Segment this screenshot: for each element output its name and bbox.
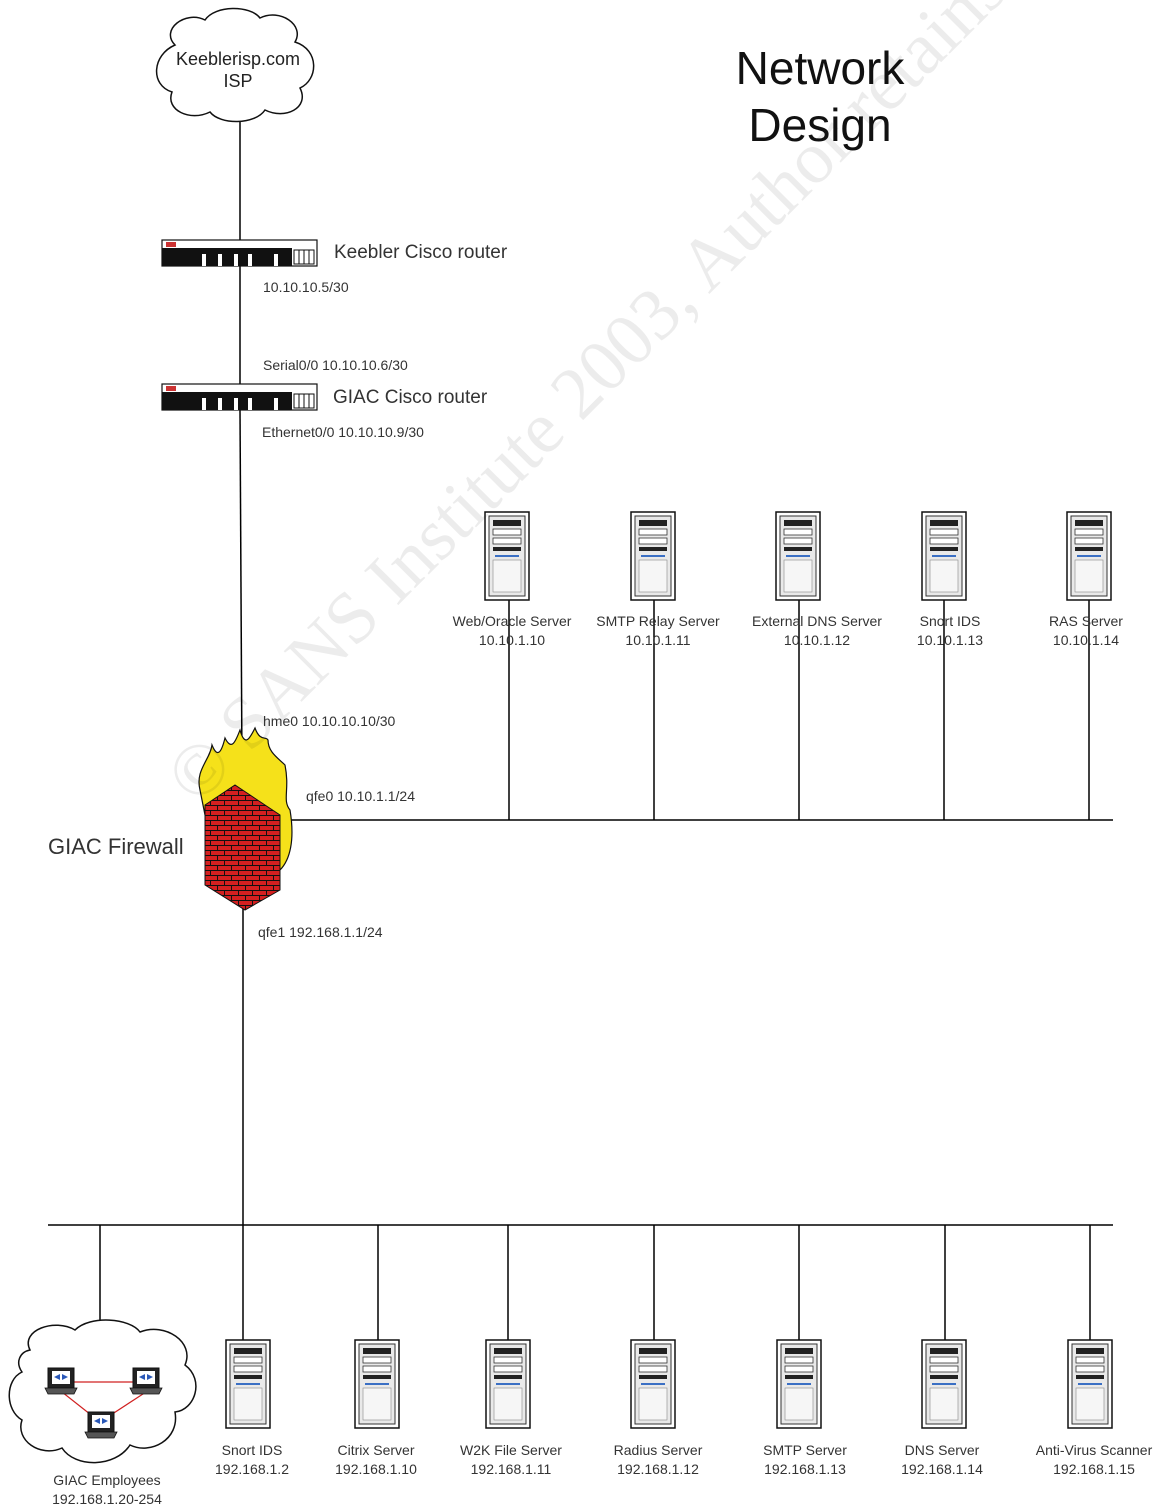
page-title: Network Design <box>736 40 905 154</box>
external-dns-server-icon <box>776 512 820 600</box>
keebler-router-ip: 10.10.10.5/30 <box>263 280 349 294</box>
web-oracle-server-icon <box>485 512 529 600</box>
radius-server-icon <box>631 1340 675 1428</box>
citrix-server-icon <box>355 1340 399 1428</box>
title-line-2: Design <box>736 97 905 154</box>
firewall-icon <box>199 728 292 910</box>
employees-cloud-icon <box>9 1320 196 1463</box>
firewall-label: GIAC Firewall <box>48 836 184 858</box>
snort-ids-internal-icon <box>226 1340 270 1428</box>
smtp-server-icon <box>777 1340 821 1428</box>
dns-server-icon <box>922 1340 966 1428</box>
firewall-qfe1: qfe1 192.168.1.1/24 <box>258 925 383 939</box>
keebler-router-icon <box>162 240 317 266</box>
giac-router-label: GIAC Cisco router <box>333 388 487 407</box>
giac-router-serial: Serial0/0 10.10.10.6/30 <box>263 358 408 372</box>
firewall-hme0: hme0 10.10.10.10/30 <box>263 714 395 728</box>
snort-ids-dmz-icon <box>922 512 966 600</box>
anti-virus-scanner-icon <box>1068 1340 1112 1428</box>
firewall-qfe0: qfe0 10.10.1.1/24 <box>306 789 415 803</box>
giac-router-ethernet: Ethernet0/0 10.10.10.9/30 <box>262 425 424 439</box>
router-firewall-link <box>240 410 242 770</box>
keebler-router-label: Keebler Cisco router <box>334 243 507 262</box>
giac-router-icon <box>162 384 317 410</box>
isp-type: ISP <box>176 70 300 92</box>
ras-server-icon <box>1067 512 1111 600</box>
isp-label: Keeblerisp.com ISP <box>176 48 300 92</box>
title-line-1: Network <box>736 40 905 97</box>
w2k-file-server-icon <box>486 1340 530 1428</box>
isp-name: Keeblerisp.com <box>176 48 300 70</box>
smtp-relay-server-icon <box>631 512 675 600</box>
